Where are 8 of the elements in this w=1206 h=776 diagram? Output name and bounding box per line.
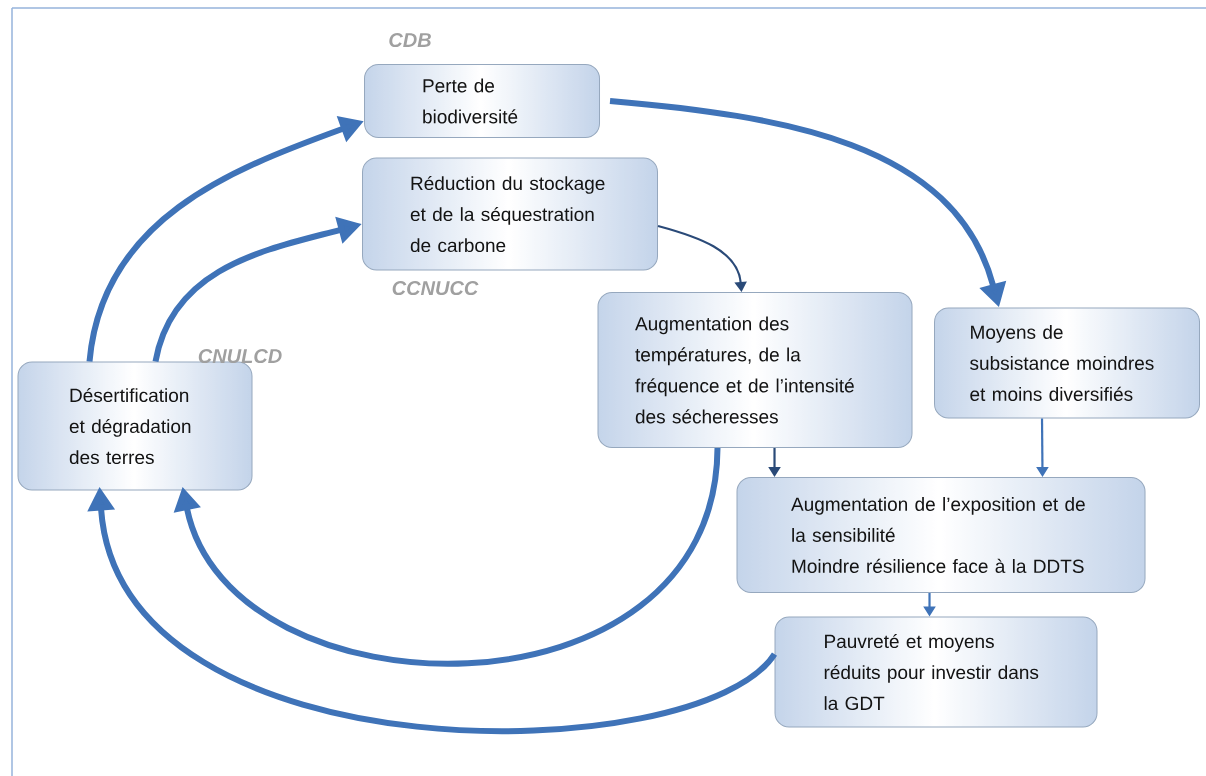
process-box: Moyens de subsistance moindres et moins diversifiés [934, 307, 1200, 419]
process-box: Pauvreté et moyens réduits pour investir dans la GDT [774, 616, 1098, 728]
process-box: Perte de biodiversité [364, 64, 600, 138]
process-box: Augmentation de l’exposition et de la sensibilité Moindre résilience face à la DDTS [736, 477, 1146, 593]
process-box: Augmentation des températures, de la fréquence et de l’intensité des sécheresses [597, 292, 913, 448]
process-box: Réduction du stockage et de la séquestration de carbone [362, 157, 658, 271]
convention-label: CNULCD [198, 348, 282, 364]
arrow [173, 447, 721, 667]
